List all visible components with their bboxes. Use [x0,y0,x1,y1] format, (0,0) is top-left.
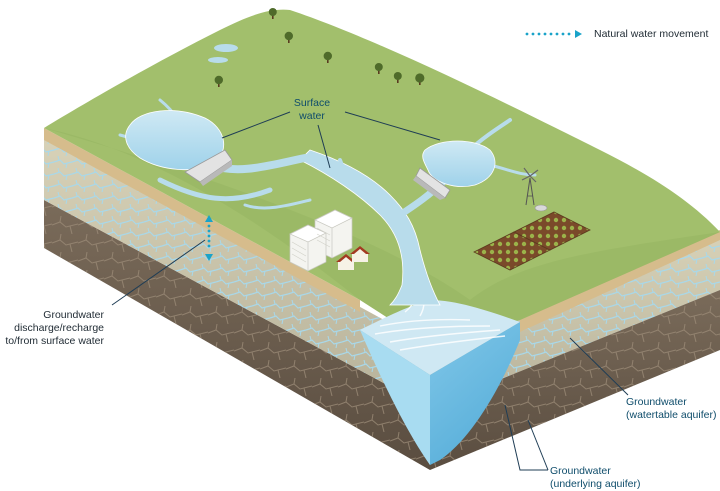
tree [374,63,383,74]
label-groundwater-exchange: Groundwater discharge/recharge to/from s… [5,309,104,347]
tree [393,72,402,83]
soil-band-right [520,230,720,332]
right-reservoir [422,140,496,187]
crop-field [513,211,591,251]
land-shading [44,128,720,345]
label-underlying-aquifer: Groundwater (underlying aquifer) [550,465,640,490]
svg-text:water: water [298,110,325,122]
farm-fields [473,211,591,271]
river-channel-water [360,300,520,375]
label-surface-water: Surface water [294,97,330,122]
windmill [521,167,548,212]
leader-lines [111,111,629,471]
svg-text:Surface: Surface [294,97,330,109]
legend-label: Natural water movement [594,28,708,40]
svg-text:discharge/recharge: discharge/recharge [14,322,104,334]
river-gorge-left-side [360,330,430,465]
tree [323,51,332,63]
tree [415,73,425,85]
town [289,209,370,272]
pond [208,57,228,63]
soil-band-left [44,128,360,312]
house [336,254,356,270]
svg-text:Groundwater: Groundwater [626,396,687,408]
groundwater-exchange-arrow [205,215,213,261]
tree [284,31,293,43]
main-river [299,149,441,306]
pond [214,44,238,52]
svg-text:Groundwater: Groundwater [43,309,104,321]
tree [268,8,277,19]
svg-text:(underlying aquifer): (underlying aquifer) [550,478,640,490]
legend-dotted-arrow-icon [525,30,582,38]
left-dam-face [200,160,232,186]
water-tank [534,204,548,212]
trees [214,8,425,87]
tree [214,75,223,87]
house [350,246,370,262]
land-surface [44,9,720,345]
label-watertable-aquifer: Groundwater (watertable aquifer) [626,396,716,421]
svg-text:Groundwater: Groundwater [550,465,611,477]
right-dam-face [413,176,445,200]
legend: Natural water movement [525,28,708,40]
lower-rock-right-cracks [430,290,720,470]
svg-text:to/from surface water: to/from surface water [5,335,104,347]
lower-rock-left-cracks [44,200,430,470]
svg-text:(watertable aquifer): (watertable aquifer) [626,409,716,421]
aquifer-left-cracks [44,135,430,408]
